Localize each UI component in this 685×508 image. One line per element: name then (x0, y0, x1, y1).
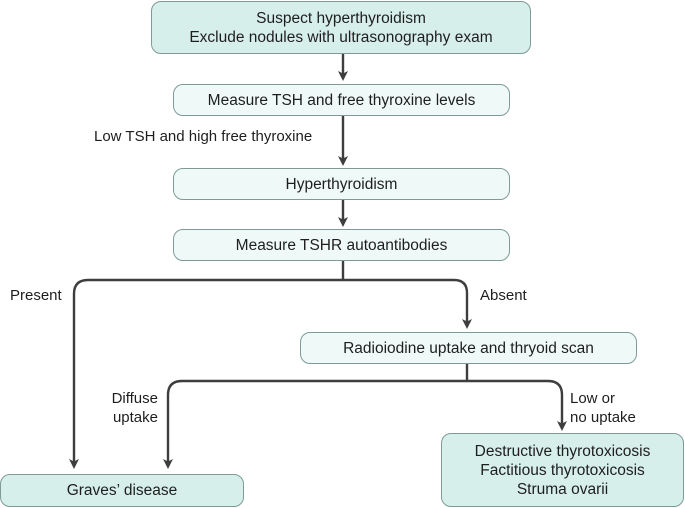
edge-label-text: Low or (570, 390, 616, 407)
edge-label-present: Present (10, 286, 62, 305)
node-graves-disease: Graves’ disease (0, 474, 244, 507)
node-text: Factitious thyrotoxicosis (480, 461, 645, 479)
node-text: Struma ovarii (516, 480, 609, 498)
node-text: Graves’ disease (66, 482, 178, 499)
node-measure-tshr: Measure TSHR autoantibodies (173, 229, 510, 261)
node-text: Measure TSHR autoantibodies (235, 236, 448, 254)
edge-label-low-uptake: Low or no uptake (570, 389, 636, 427)
edge-label-diffuse-uptake: Diffuse uptake (96, 389, 158, 427)
edge-absent-to-radioiodine (343, 278, 472, 329)
edge-label-text: Present (10, 287, 62, 304)
node-text: Exclude nodules with ultrasonography exa… (189, 28, 493, 46)
node-hyperthyroidism: Hyperthyroidism (173, 168, 510, 200)
node-radioiodine-uptake: Radioiodine uptake and thryoid scan (300, 332, 637, 364)
node-text: Radioiodine uptake and thryoid scan (343, 339, 594, 357)
node-text: Destructive thyrotoxicosis (474, 442, 651, 460)
edge-low-uptake-to-destructive (467, 379, 567, 431)
edge-label-text: Diffuse (111, 390, 158, 407)
edge-label-text: Absent (480, 287, 527, 304)
node-measure-tsh: Measure TSH and free thyroxine levels (173, 84, 510, 116)
edge-label-text: uptake (112, 409, 158, 426)
edge-label-absent: Absent (480, 286, 527, 305)
edge-label-low-tsh: Low TSH and high free thyroxine (94, 127, 312, 146)
node-text: Suspect hyperthyroidism (256, 9, 426, 27)
edge-diffuse-to-graves (163, 379, 467, 469)
edge-present-to-graves (69, 278, 343, 469)
node-destructive-thyrotoxicosis: Destructive thyrotoxicosis Factitious th… (441, 433, 684, 507)
node-text: Measure TSH and free thyroxine levels (207, 91, 476, 109)
edge-label-text: Low TSH and high free thyroxine (94, 128, 313, 145)
node-suspect-hyperthyroidism: Suspect hyperthyroidism Exclude nodules … (151, 1, 531, 54)
edge-label-text: no uptake (570, 409, 636, 426)
node-text: Hyperthyroidism (285, 175, 398, 193)
